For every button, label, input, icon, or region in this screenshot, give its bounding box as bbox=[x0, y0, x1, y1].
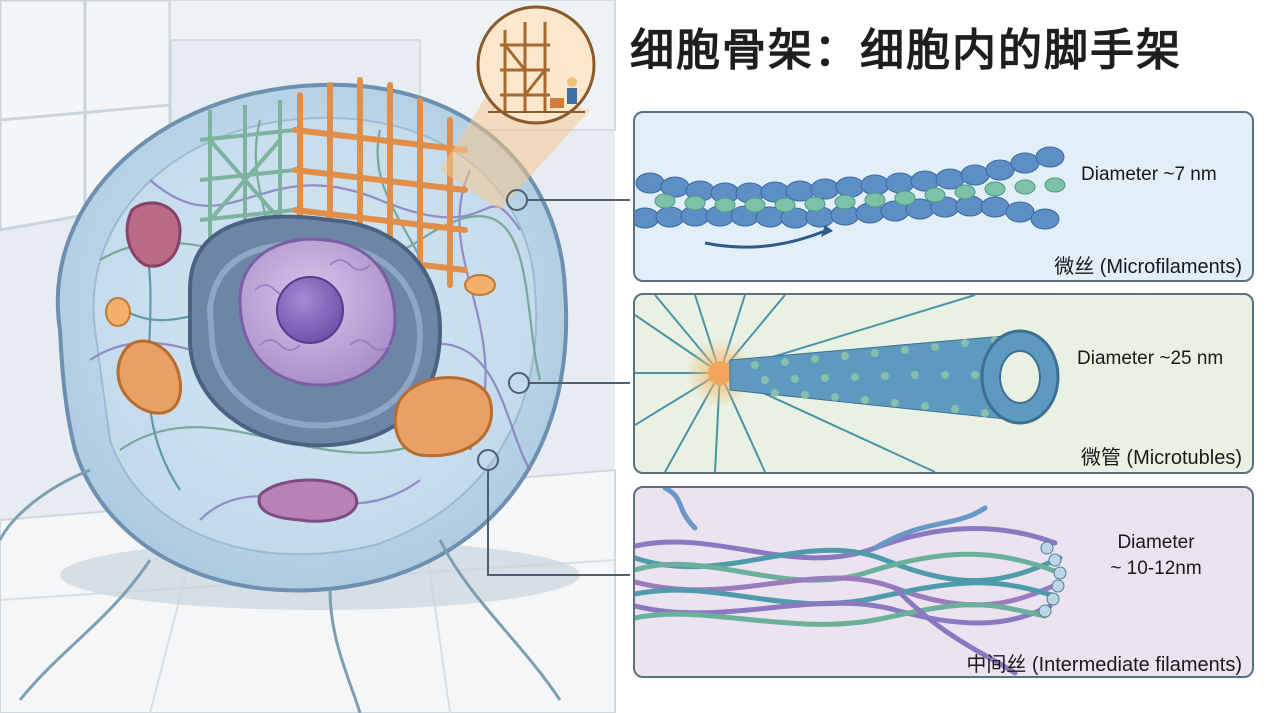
microfilament-diameter: Diameter ~7 nm bbox=[1081, 164, 1217, 185]
cell-illustration bbox=[0, 0, 630, 713]
intermediate-filament-diameter-line1: Diameter bbox=[1117, 532, 1195, 553]
microtubule-diameter: Diameter ~25 nm bbox=[1077, 348, 1224, 369]
intermediate-filament-diameter-line2: ~ 10-12nm bbox=[1110, 558, 1202, 579]
nucleolus bbox=[276, 276, 344, 344]
page-title: 细胞骨架：细胞内的脚手架 bbox=[630, 25, 1182, 76]
microtubule-illustration bbox=[635, 295, 1060, 472]
microtubules-panel: Diameter ~25 nm 微管 (Microtubles) bbox=[633, 293, 1254, 474]
microfilament-label: 微丝 (Microfilaments) bbox=[1054, 256, 1242, 278]
intermediate-filament-diameter: Diameter ~ 10-12nm bbox=[1091, 530, 1221, 582]
mitochondria bbox=[116, 201, 493, 523]
intermediate-filament-illustration bbox=[635, 488, 1067, 676]
intermediate-filaments-panel: Diameter ~ 10-12nm 中间丝 (Intermediate fil… bbox=[633, 486, 1254, 678]
scaffold-zoom-inset bbox=[476, 5, 596, 125]
intermediate-filament-label: 中间丝 (Intermediate filaments) bbox=[966, 654, 1242, 676]
microtubule-label: 微管 (Microtubles) bbox=[1080, 447, 1242, 469]
microfilament-illustration bbox=[635, 146, 1066, 249]
microfilaments-panel: Diameter ~7 nm 微丝 (Microfilaments) bbox=[633, 111, 1254, 282]
